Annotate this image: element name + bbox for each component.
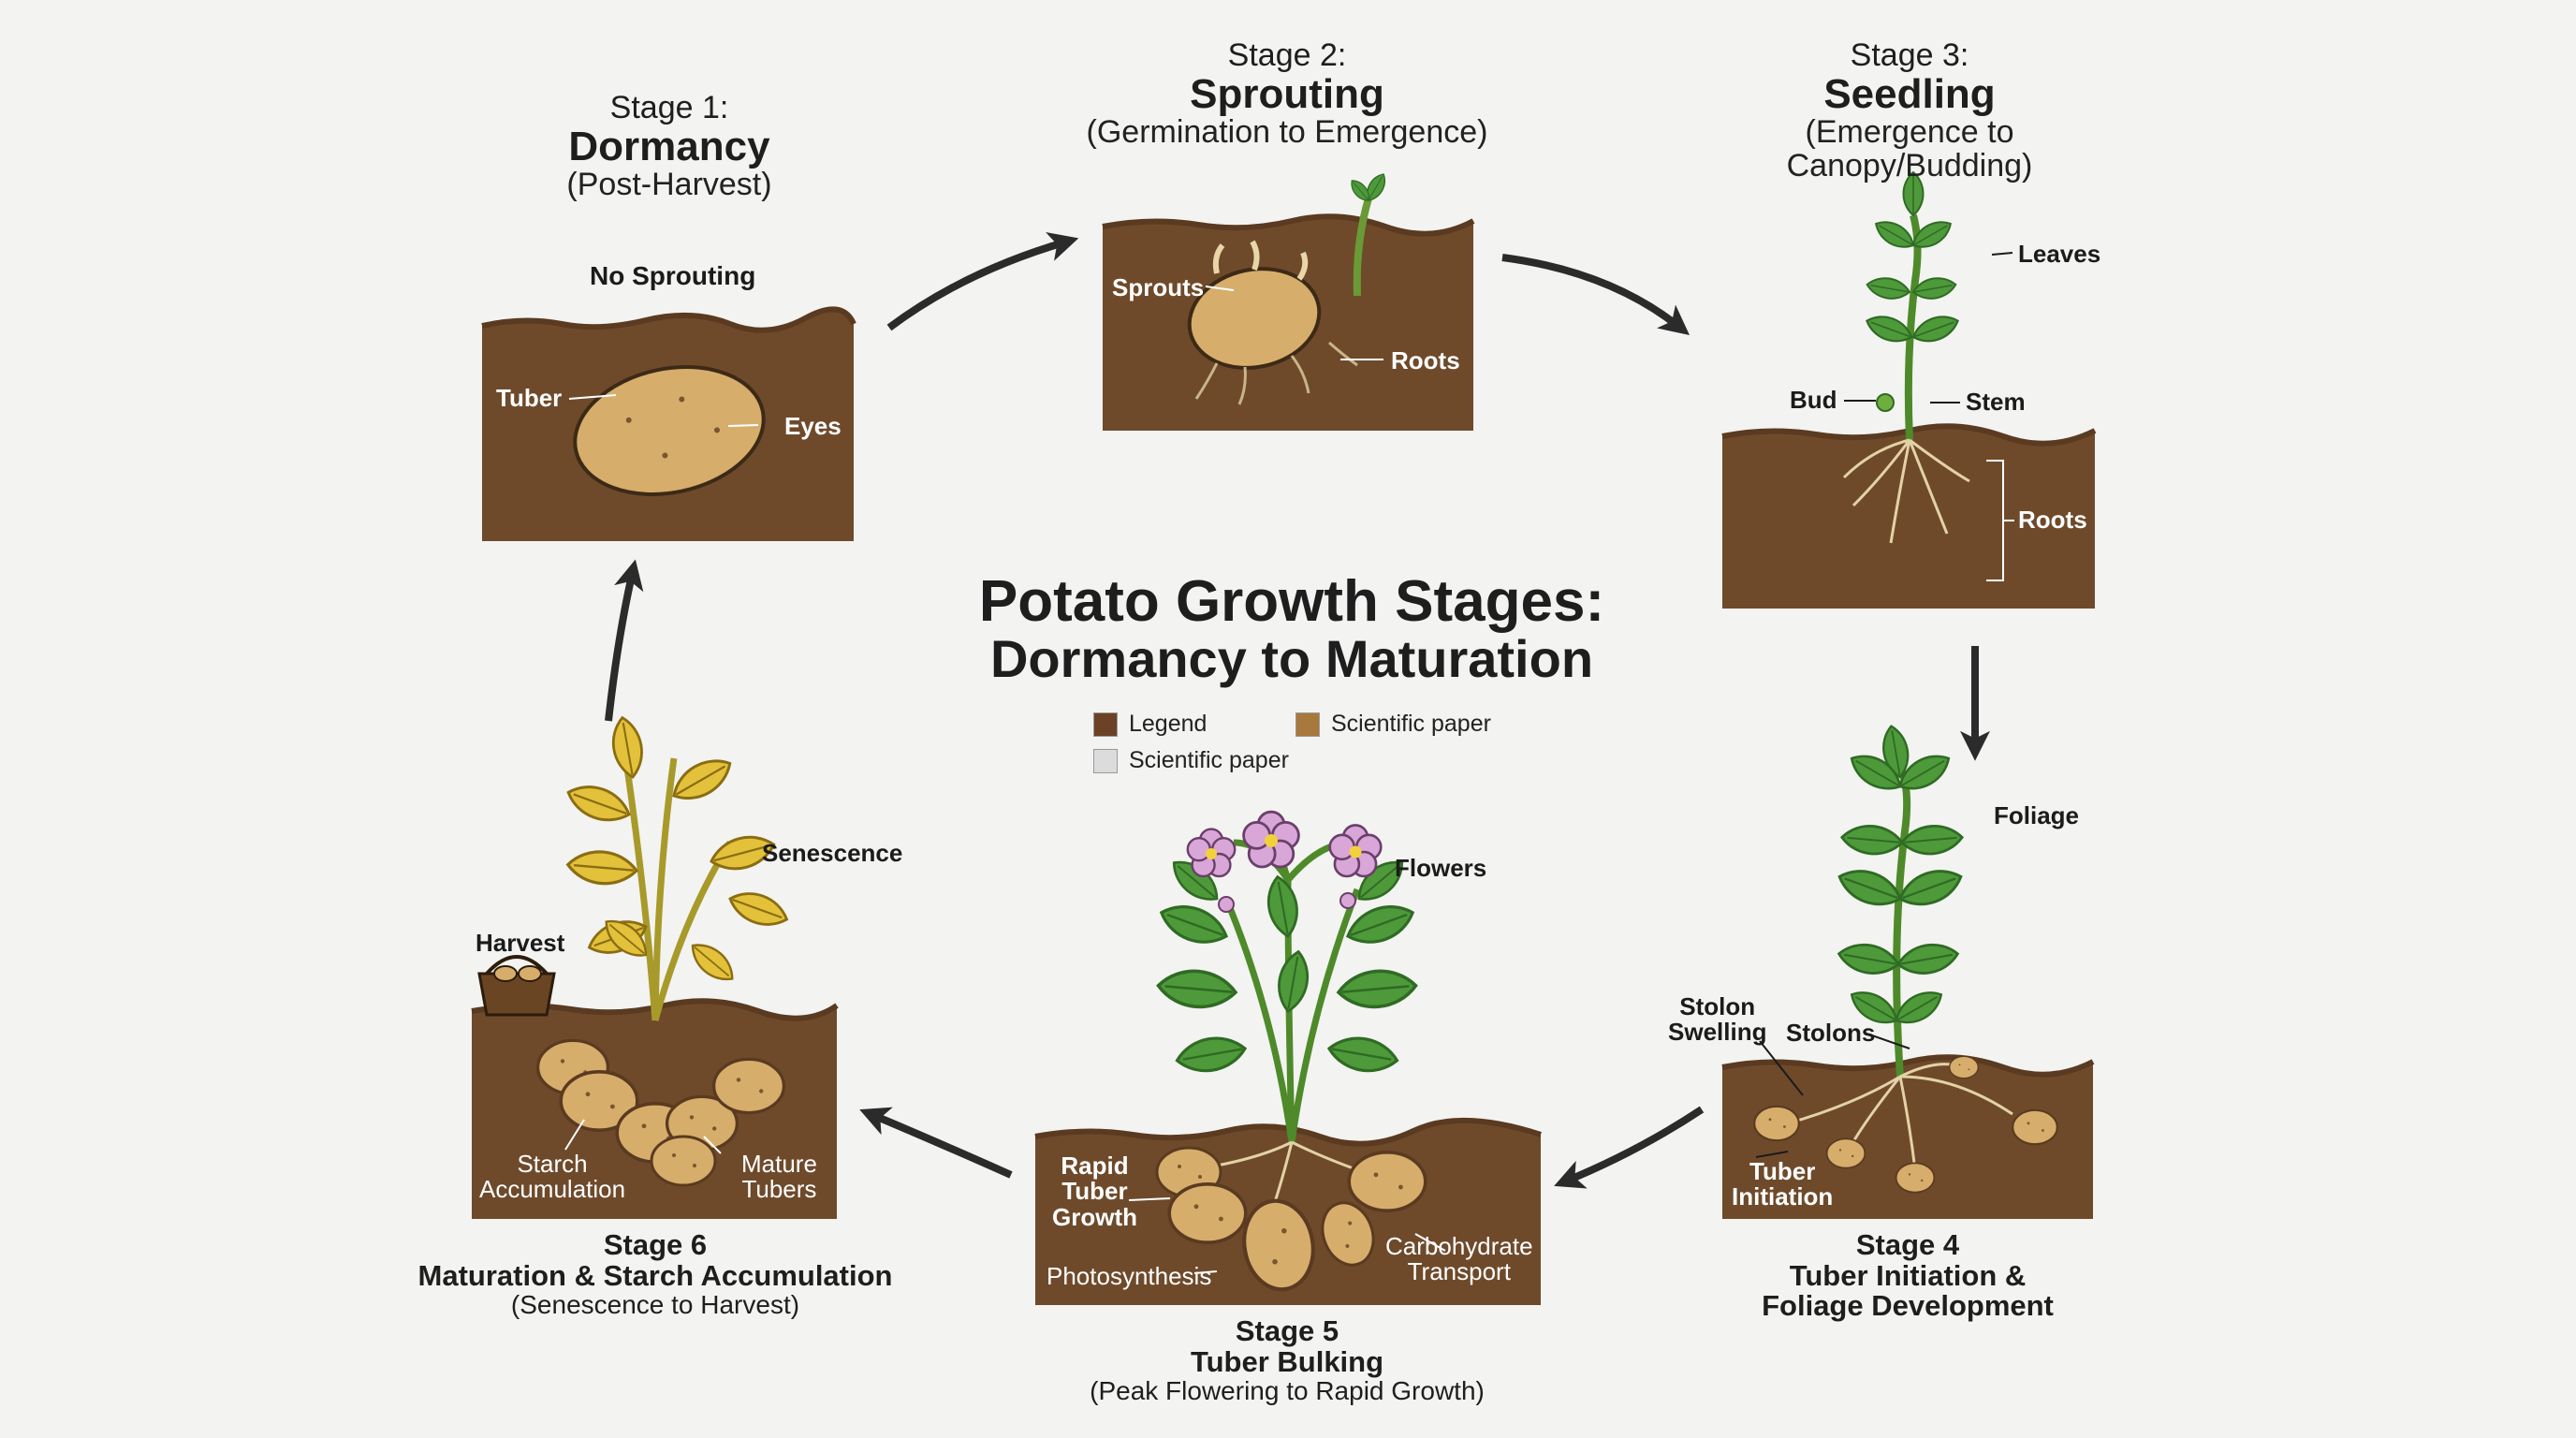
stage4-name-1: Tuber Initiation & <box>1789 1258 2027 1292</box>
stage6-label-starch-2: Accumulation <box>479 1175 626 1204</box>
stage6-heading: Stage 6 Maturation & Starch Accumulation… <box>412 1228 899 1320</box>
stage6-label-starch-1: Starch <box>517 1150 588 1178</box>
stage3-heading: Stage 3: Seedling (Emergence to Canopy/B… <box>1741 37 2078 183</box>
legend-label-2: Scientific paper <box>1331 711 1491 737</box>
stage6-label-mature-1: Mature <box>741 1150 817 1178</box>
stage5-illustration <box>1034 810 1542 1305</box>
stage4-label-tuber-initiation: Tuber Initiation <box>1732 1157 1834 1211</box>
stage4-label-stolon-swelling: Stolon Swelling <box>1668 992 1767 1047</box>
stage6-label-mature-tubers: Mature Tubers <box>741 1150 817 1204</box>
stage3-name: Seedling <box>1823 70 1996 117</box>
stage3-sub-1: (Emergence to <box>1805 113 2014 150</box>
stage4-label-tuber-initiation-1: Tuber <box>1749 1157 1816 1185</box>
title-line-2: Dormancy to Maturation <box>989 629 1594 689</box>
legend-item-3: Scientific paper <box>1093 747 1289 774</box>
legend-swatch-2 <box>1295 712 1320 737</box>
arrow-1-to-2 <box>886 232 1079 331</box>
stage5-sub: (Peak Flowering to Rapid Growth) <box>1090 1376 1485 1406</box>
stage5-label-rapid-3: Growth <box>1052 1202 1137 1231</box>
stage4-stem <box>1893 766 1911 1078</box>
stage4-label-stolon-swelling-2: Swelling <box>1668 1018 1767 1047</box>
stage4-label-stolon-swelling-1: Stolon <box>1679 992 1756 1020</box>
stage6-label-mature-2: Tubers <box>741 1175 817 1204</box>
stage6-label-senescence: Senescence <box>762 839 903 867</box>
stage2-name: Sprouting <box>1190 70 1384 117</box>
stage2-tuber <box>1187 267 1322 370</box>
stage1-kicker: Stage 1: <box>609 90 729 125</box>
stage5-label-carbohydrate-transport: Carbohydrate Transport <box>1385 1232 1533 1286</box>
stage6-label-starch-accumulation: Starch Accumulation <box>479 1150 626 1204</box>
stage6-label-harvest: Harvest <box>476 929 565 957</box>
stage5-flower <box>1328 824 1383 878</box>
stage3-label-stem: Stem <box>1966 388 2026 416</box>
stage4-name-2: Foliage Development <box>1762 1289 2054 1323</box>
stage3-bud <box>1876 393 1895 412</box>
legend-item-1: Legend <box>1093 711 1207 738</box>
stage5-label-rapid-2: Tuber <box>1061 1177 1128 1206</box>
arrow-2-to-3 <box>1501 254 1690 335</box>
stage3-stem <box>1904 213 1922 441</box>
stage4-heading: Stage 4 Tuber Initiation & Foliage Devel… <box>1722 1228 2093 1323</box>
stage2-heading: Stage 2: Sprouting (Germination to Emerg… <box>1048 37 1526 150</box>
stage1-heading: Stage 1: Dormancy (Post-Harvest) <box>496 90 842 202</box>
stage4-kicker: Stage 4 <box>1855 1228 1960 1261</box>
stage4-label-stolons: Stolons <box>1786 1019 1876 1047</box>
legend-swatch-3 <box>1093 748 1118 773</box>
stage2-kicker: Stage 2: <box>1227 37 1347 73</box>
stage6-sub: (Senescence to Harvest) <box>510 1290 800 1320</box>
stage1-label-no-sprouting: No Sprouting <box>590 261 756 290</box>
stage5-heading: Stage 5 Tuber Bulking (Peak Flowering to… <box>1039 1314 1535 1406</box>
legend-swatch-1 <box>1093 712 1118 737</box>
stage2-sub: (Germination to Emergence) <box>1086 113 1488 150</box>
stage1-sub: (Post-Harvest) <box>566 166 772 202</box>
stage5-flower <box>1242 810 1300 869</box>
stage1-label-eyes: Eyes <box>784 412 842 440</box>
stage6-kicker: Stage 6 <box>603 1228 708 1261</box>
stage2-label-roots: Roots <box>1391 346 1460 374</box>
title-line-1: Potato Growth Stages: <box>978 569 1605 634</box>
stage5-label-photosynthesis: Photosynthesis <box>1046 1262 1212 1290</box>
stage4-soil <box>1722 1057 2093 1219</box>
stage1-tuber <box>573 365 766 496</box>
stage2-label-sprouts: Sprouts <box>1112 273 1205 301</box>
arrow-6-to-1 <box>605 559 644 722</box>
stage4-illustration <box>1721 723 2095 1219</box>
legend-label-3: Scientific paper <box>1129 747 1289 773</box>
page-title: Potato Growth Stages: Dormancy to Matura… <box>955 571 1629 687</box>
legend-item-2: Scientific paper <box>1295 711 1491 738</box>
stage2-shoot <box>1353 197 1372 297</box>
stage1-name: Dormancy <box>568 123 770 169</box>
stage3-kicker: Stage 3: <box>1850 37 1969 73</box>
stage3-soil <box>1722 426 2095 609</box>
stage1-label-tuber: Tuber <box>496 384 563 412</box>
stage5-flower <box>1186 828 1237 878</box>
stage6-illustration <box>471 713 839 1219</box>
stage3-sub-2: Canopy/Budding) <box>1786 147 2033 183</box>
stage5-kicker: Stage 5 <box>1235 1314 1339 1347</box>
stage5-label-rapid-tuber-growth: Rapid Tuber Growth <box>1052 1152 1137 1231</box>
stage5-label-carb-2: Transport <box>1407 1257 1511 1286</box>
stage4-label-tuber-initiation-2: Initiation <box>1732 1182 1834 1211</box>
harvest-basket <box>477 955 556 1017</box>
stage3-label-bud: Bud <box>1790 386 1837 414</box>
stage5-name: Tuber Bulking <box>1190 1344 1384 1378</box>
stage5-label-rapid-1: Rapid <box>1061 1152 1129 1180</box>
stage3-label-roots: Roots <box>2018 506 2087 534</box>
arrow-5-to-6 <box>859 1107 1013 1179</box>
stage3-illustration <box>1721 171 2097 609</box>
legend-label-1: Legend <box>1129 711 1208 737</box>
cycle-arrows <box>605 232 1990 1189</box>
stage5-label-carb-1: Carbohydrate <box>1385 1232 1533 1260</box>
stage4-label-foliage: Foliage <box>1994 801 2080 829</box>
stage5-label-flowers: Flowers <box>1395 854 1487 882</box>
stage2-illustration <box>1102 169 1475 431</box>
stage6-name: Maturation & Starch Accumulation <box>417 1258 893 1292</box>
arrow-4-to-5 <box>1554 1106 1705 1189</box>
stage3-label-leaves: Leaves <box>2018 240 2101 268</box>
stage1-illustration <box>481 306 856 541</box>
